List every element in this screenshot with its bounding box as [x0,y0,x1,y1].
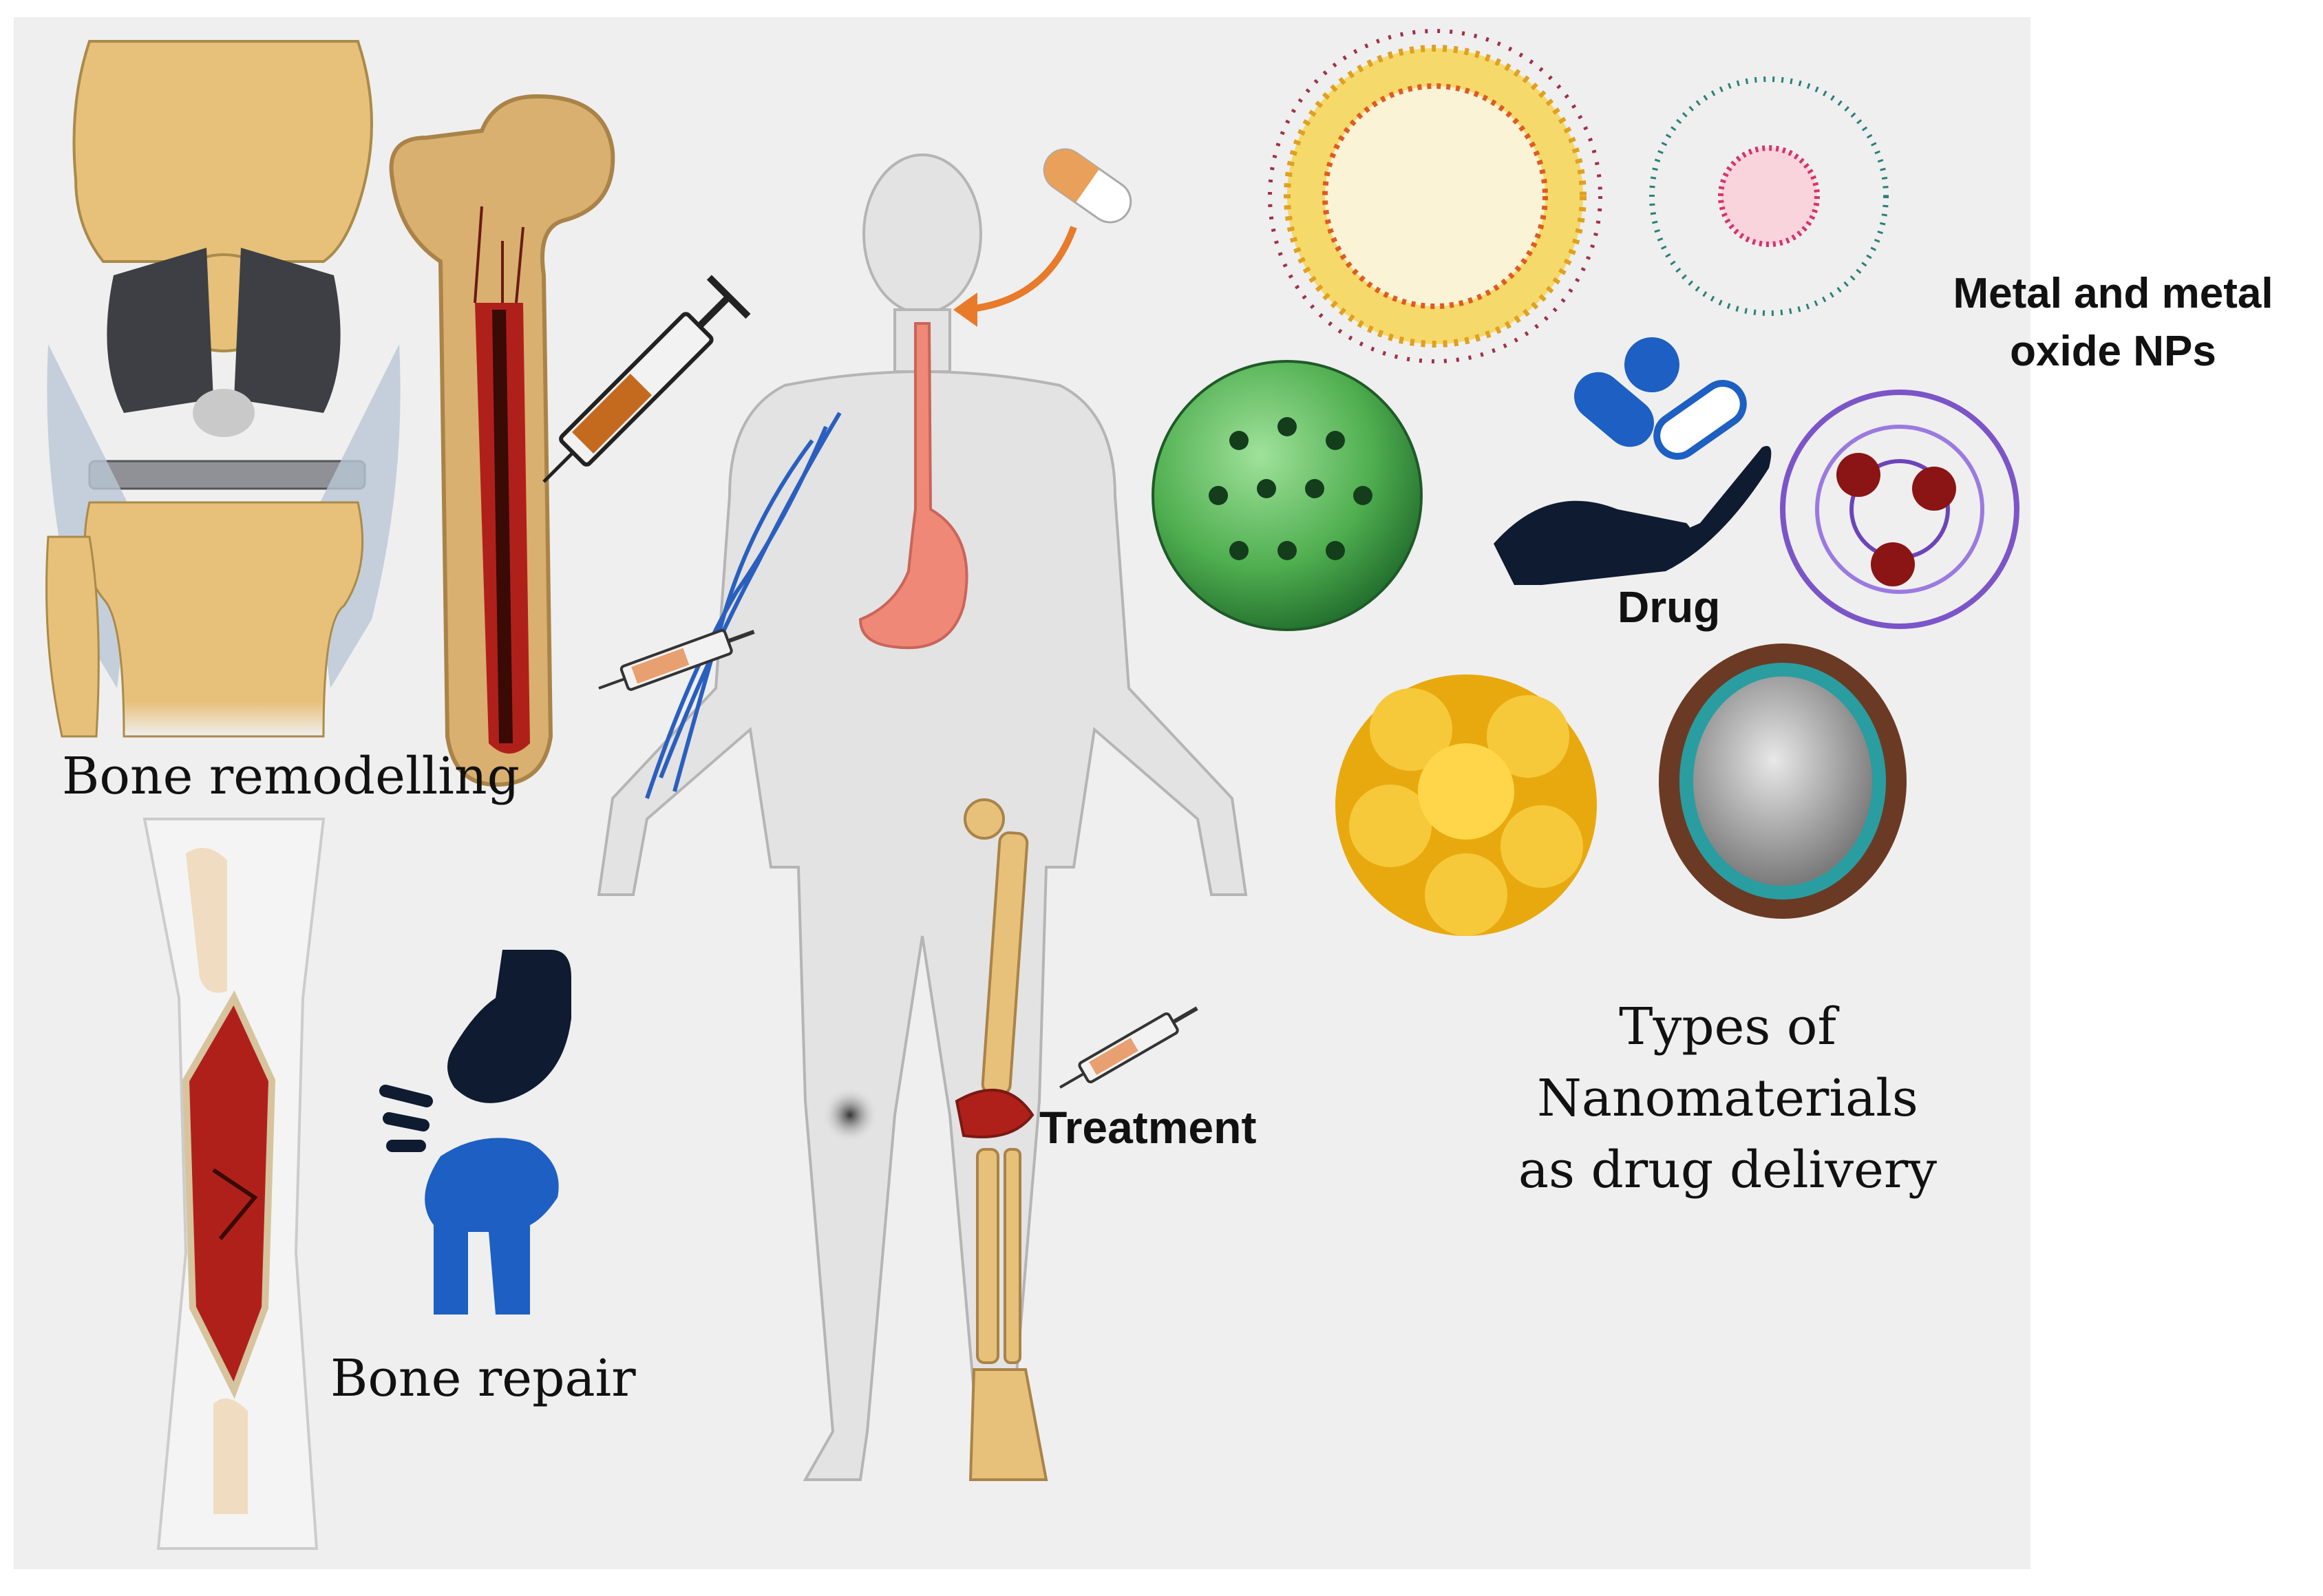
drug-label: Drug [1617,582,1721,632]
drug-hand-icon [1494,337,1772,585]
polymer-network-icon [1780,390,2019,629]
femur-icon [389,94,615,787]
human-body-icon [597,153,1248,1481]
syringe-icon [542,275,751,483]
micelle-icon [1649,76,1889,316]
nanomaterials-caption-line-2: as drug delivery [1518,1140,1938,1200]
swallow-arrowhead [953,292,977,327]
metal-label-line-1: Metal and metal [1953,270,2273,317]
metal-label-line-2: oxide NPs [2010,328,2216,375]
knee-implant-icon [45,40,401,738]
metal-oxide-np-label: Metal and metal oxide NPs [1907,265,2320,381]
porous-sphere-icon [1152,360,1423,631]
knee-joint-icon [379,950,571,1315]
bone-repair-label: Bone repair [330,1349,636,1408]
treatment-label: Treatment [1039,1102,1257,1153]
knee-syringe-icon [1059,1006,1198,1089]
nanomaterials-caption: Types of Nanomaterials as drug delivery [1439,991,2017,1206]
nanomaterials-caption-line-1: Types of Nanomaterials [1537,997,1918,1128]
arm-syringe-icon [598,629,755,691]
bone-remodelling-label: Bone remodelling [62,747,520,806]
core-shell-icon [1659,643,1907,919]
liposome-icon [1268,29,1602,363]
capsule-icon [1043,148,1132,224]
fractured-bone-icon [142,818,326,1550]
dendrimer-icon [1335,674,1597,936]
leg-skeleton-icon [955,798,1048,1481]
swallow-arrow [963,226,1077,313]
